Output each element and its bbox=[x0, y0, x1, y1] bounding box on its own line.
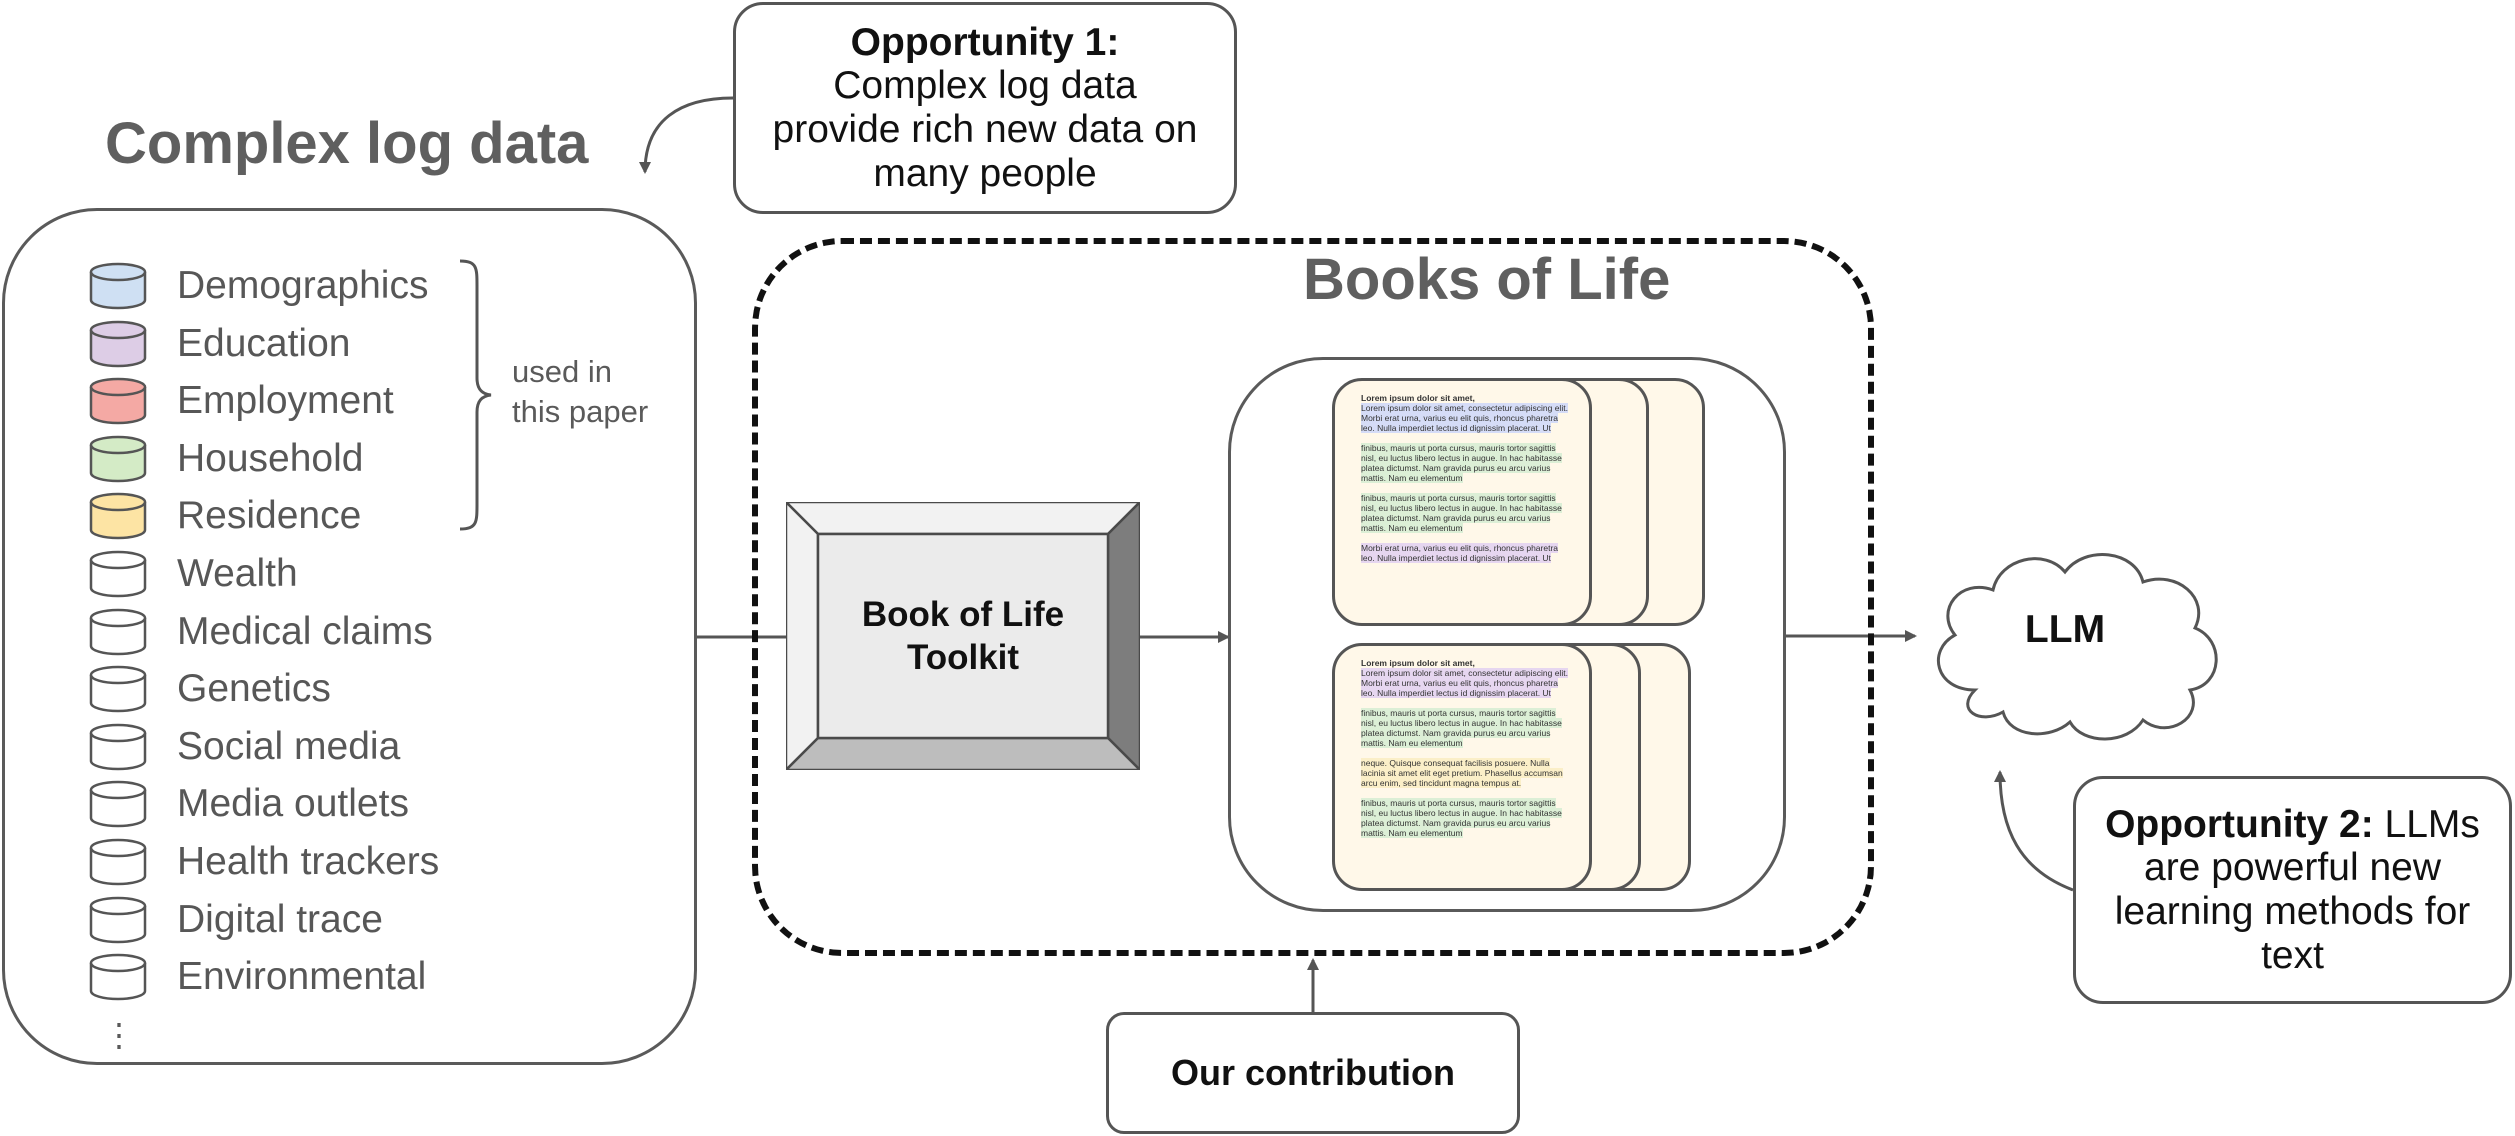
data-source-label: Health trackers bbox=[177, 840, 440, 883]
book-heading: Lorem ipsum dolor sit amet, bbox=[1361, 393, 1475, 403]
data-source-item: Employment bbox=[89, 372, 394, 430]
book-paragraph: finibus, mauris ut porta cursus, mauris … bbox=[1361, 708, 1571, 748]
data-source-label: Household bbox=[177, 436, 364, 480]
database-icon bbox=[89, 723, 147, 771]
contribution-box: Our contribution bbox=[1106, 1012, 1520, 1134]
bracket-icon bbox=[459, 259, 492, 531]
book-text-bottom: Lorem ipsum dolor sit amet, Lorem ipsum … bbox=[1361, 658, 1571, 882]
book-paragraph-text: finibus, mauris ut porta cursus, mauris … bbox=[1361, 493, 1562, 533]
toolkit-box bbox=[786, 502, 1140, 770]
arrow-opportunity1 bbox=[639, 96, 734, 174]
llm-cloud-icon bbox=[1937, 553, 2218, 741]
llm-label: LLM bbox=[2024, 608, 2106, 651]
data-source-label: Wealth bbox=[177, 552, 298, 595]
database-icon bbox=[89, 377, 147, 425]
database-icon bbox=[89, 838, 147, 886]
data-source-label: Media outlets bbox=[177, 782, 409, 826]
database-icon bbox=[89, 435, 147, 483]
book-paragraph-text: Morbi erat urna, varius eu elit quis, rh… bbox=[1361, 543, 1559, 563]
book-paragraph: Morbi erat urna, varius eu elit quis, rh… bbox=[1361, 543, 1571, 563]
toolkit-label: Book of Life Toolkit bbox=[861, 595, 1065, 677]
database-icon bbox=[89, 550, 147, 598]
data-source-item: Household bbox=[89, 430, 363, 488]
books-of-life-title: Books of Life bbox=[1303, 247, 1671, 312]
opportunity1-callout: Opportunity 1: Complex log data provide … bbox=[733, 2, 1237, 214]
book-paragraph-text: neque. Quisque consequat facilisis posue… bbox=[1361, 758, 1563, 788]
data-source-label: Employment bbox=[177, 379, 394, 423]
book-paragraph-text: Lorem ipsum dolor sit amet, consectetur … bbox=[1361, 668, 1568, 698]
opportunity1-text: Complex log data provide rich new data o… bbox=[772, 64, 1198, 195]
opportunity2-lead: Opportunity 2: bbox=[2105, 802, 2374, 846]
database-icon bbox=[89, 665, 147, 713]
data-source-label: Demographics bbox=[177, 264, 429, 307]
data-source-item: Social media bbox=[89, 718, 400, 776]
data-source-item: Residence bbox=[89, 487, 361, 545]
data-source-item: Health trackers bbox=[89, 833, 439, 891]
database-icon bbox=[89, 896, 147, 943]
book-paragraph: neque. Quisque consequat facilisis posue… bbox=[1361, 758, 1571, 788]
data-source-label: Digital trace bbox=[177, 897, 383, 941]
database-icon bbox=[89, 781, 147, 828]
data-source-item: Environmental bbox=[89, 948, 426, 1006]
data-source-item: Demographics bbox=[89, 257, 428, 315]
opportunity2-callout: Opportunity 2: LLMs are powerful new lea… bbox=[2073, 776, 2512, 1004]
data-source-item: Genetics bbox=[89, 660, 331, 718]
book-paragraph: Lorem ipsum dolor sit amet, consectetur … bbox=[1361, 403, 1571, 433]
data-source-item: Media outlets bbox=[89, 775, 409, 833]
data-source-label: Environmental bbox=[177, 955, 427, 999]
data-source-label: Social media bbox=[177, 724, 401, 768]
arrow-opportunity2 bbox=[1994, 770, 2074, 892]
book-heading: Lorem ipsum dolor sit amet, bbox=[1361, 658, 1475, 668]
contribution-label: Our contribution bbox=[1171, 1051, 1455, 1093]
book-paragraph-text: finibus, mauris ut porta cursus, mauris … bbox=[1361, 443, 1562, 483]
log-data-title: Complex log data bbox=[105, 111, 589, 176]
data-source-label: Genetics bbox=[177, 667, 331, 711]
books-of-life-container bbox=[752, 238, 1874, 956]
opportunity1-lead: Opportunity 1: bbox=[850, 20, 1120, 64]
book-paragraph-text: finibus, mauris ut porta cursus, mauris … bbox=[1361, 798, 1562, 838]
book-page-front: Lorem ipsum dolor sit amet, Lorem ipsum … bbox=[1332, 378, 1592, 626]
database-icon bbox=[89, 262, 147, 310]
book-paragraph: finibus, mauris ut porta cursus, mauris … bbox=[1361, 798, 1571, 838]
data-source-item: Education bbox=[89, 315, 350, 373]
data-source-label: Education bbox=[177, 321, 351, 365]
data-source-label: Residence bbox=[177, 494, 362, 538]
book-page-front: Lorem ipsum dolor sit amet, Lorem ipsum … bbox=[1332, 643, 1592, 891]
ellipsis-indicator: ⋮ bbox=[103, 1016, 135, 1053]
database-icon bbox=[89, 493, 147, 540]
data-source-item: Medical claims bbox=[89, 603, 433, 661]
database-icon bbox=[89, 953, 147, 1001]
book-paragraph: finibus, mauris ut porta cursus, mauris … bbox=[1361, 493, 1571, 533]
database-icon bbox=[89, 320, 147, 367]
bracket-note: used in this paper bbox=[512, 354, 649, 429]
data-source-label: Medical claims bbox=[177, 609, 433, 653]
book-text-top: Lorem ipsum dolor sit amet, Lorem ipsum … bbox=[1361, 393, 1571, 617]
data-source-item: Wealth bbox=[89, 545, 298, 603]
data-source-item: Digital trace bbox=[89, 891, 383, 949]
database-icon bbox=[89, 608, 147, 655]
book-paragraph: Lorem ipsum dolor sit amet, consectetur … bbox=[1361, 668, 1571, 698]
book-paragraph-text: finibus, mauris ut porta cursus, mauris … bbox=[1361, 708, 1562, 748]
book-paragraph: finibus, mauris ut porta cursus, mauris … bbox=[1361, 443, 1571, 483]
opportunity2-text: LLMs are powerful new learning methods f… bbox=[2114, 802, 2480, 977]
book-paragraph-text: Lorem ipsum dolor sit amet, consectetur … bbox=[1361, 403, 1568, 433]
